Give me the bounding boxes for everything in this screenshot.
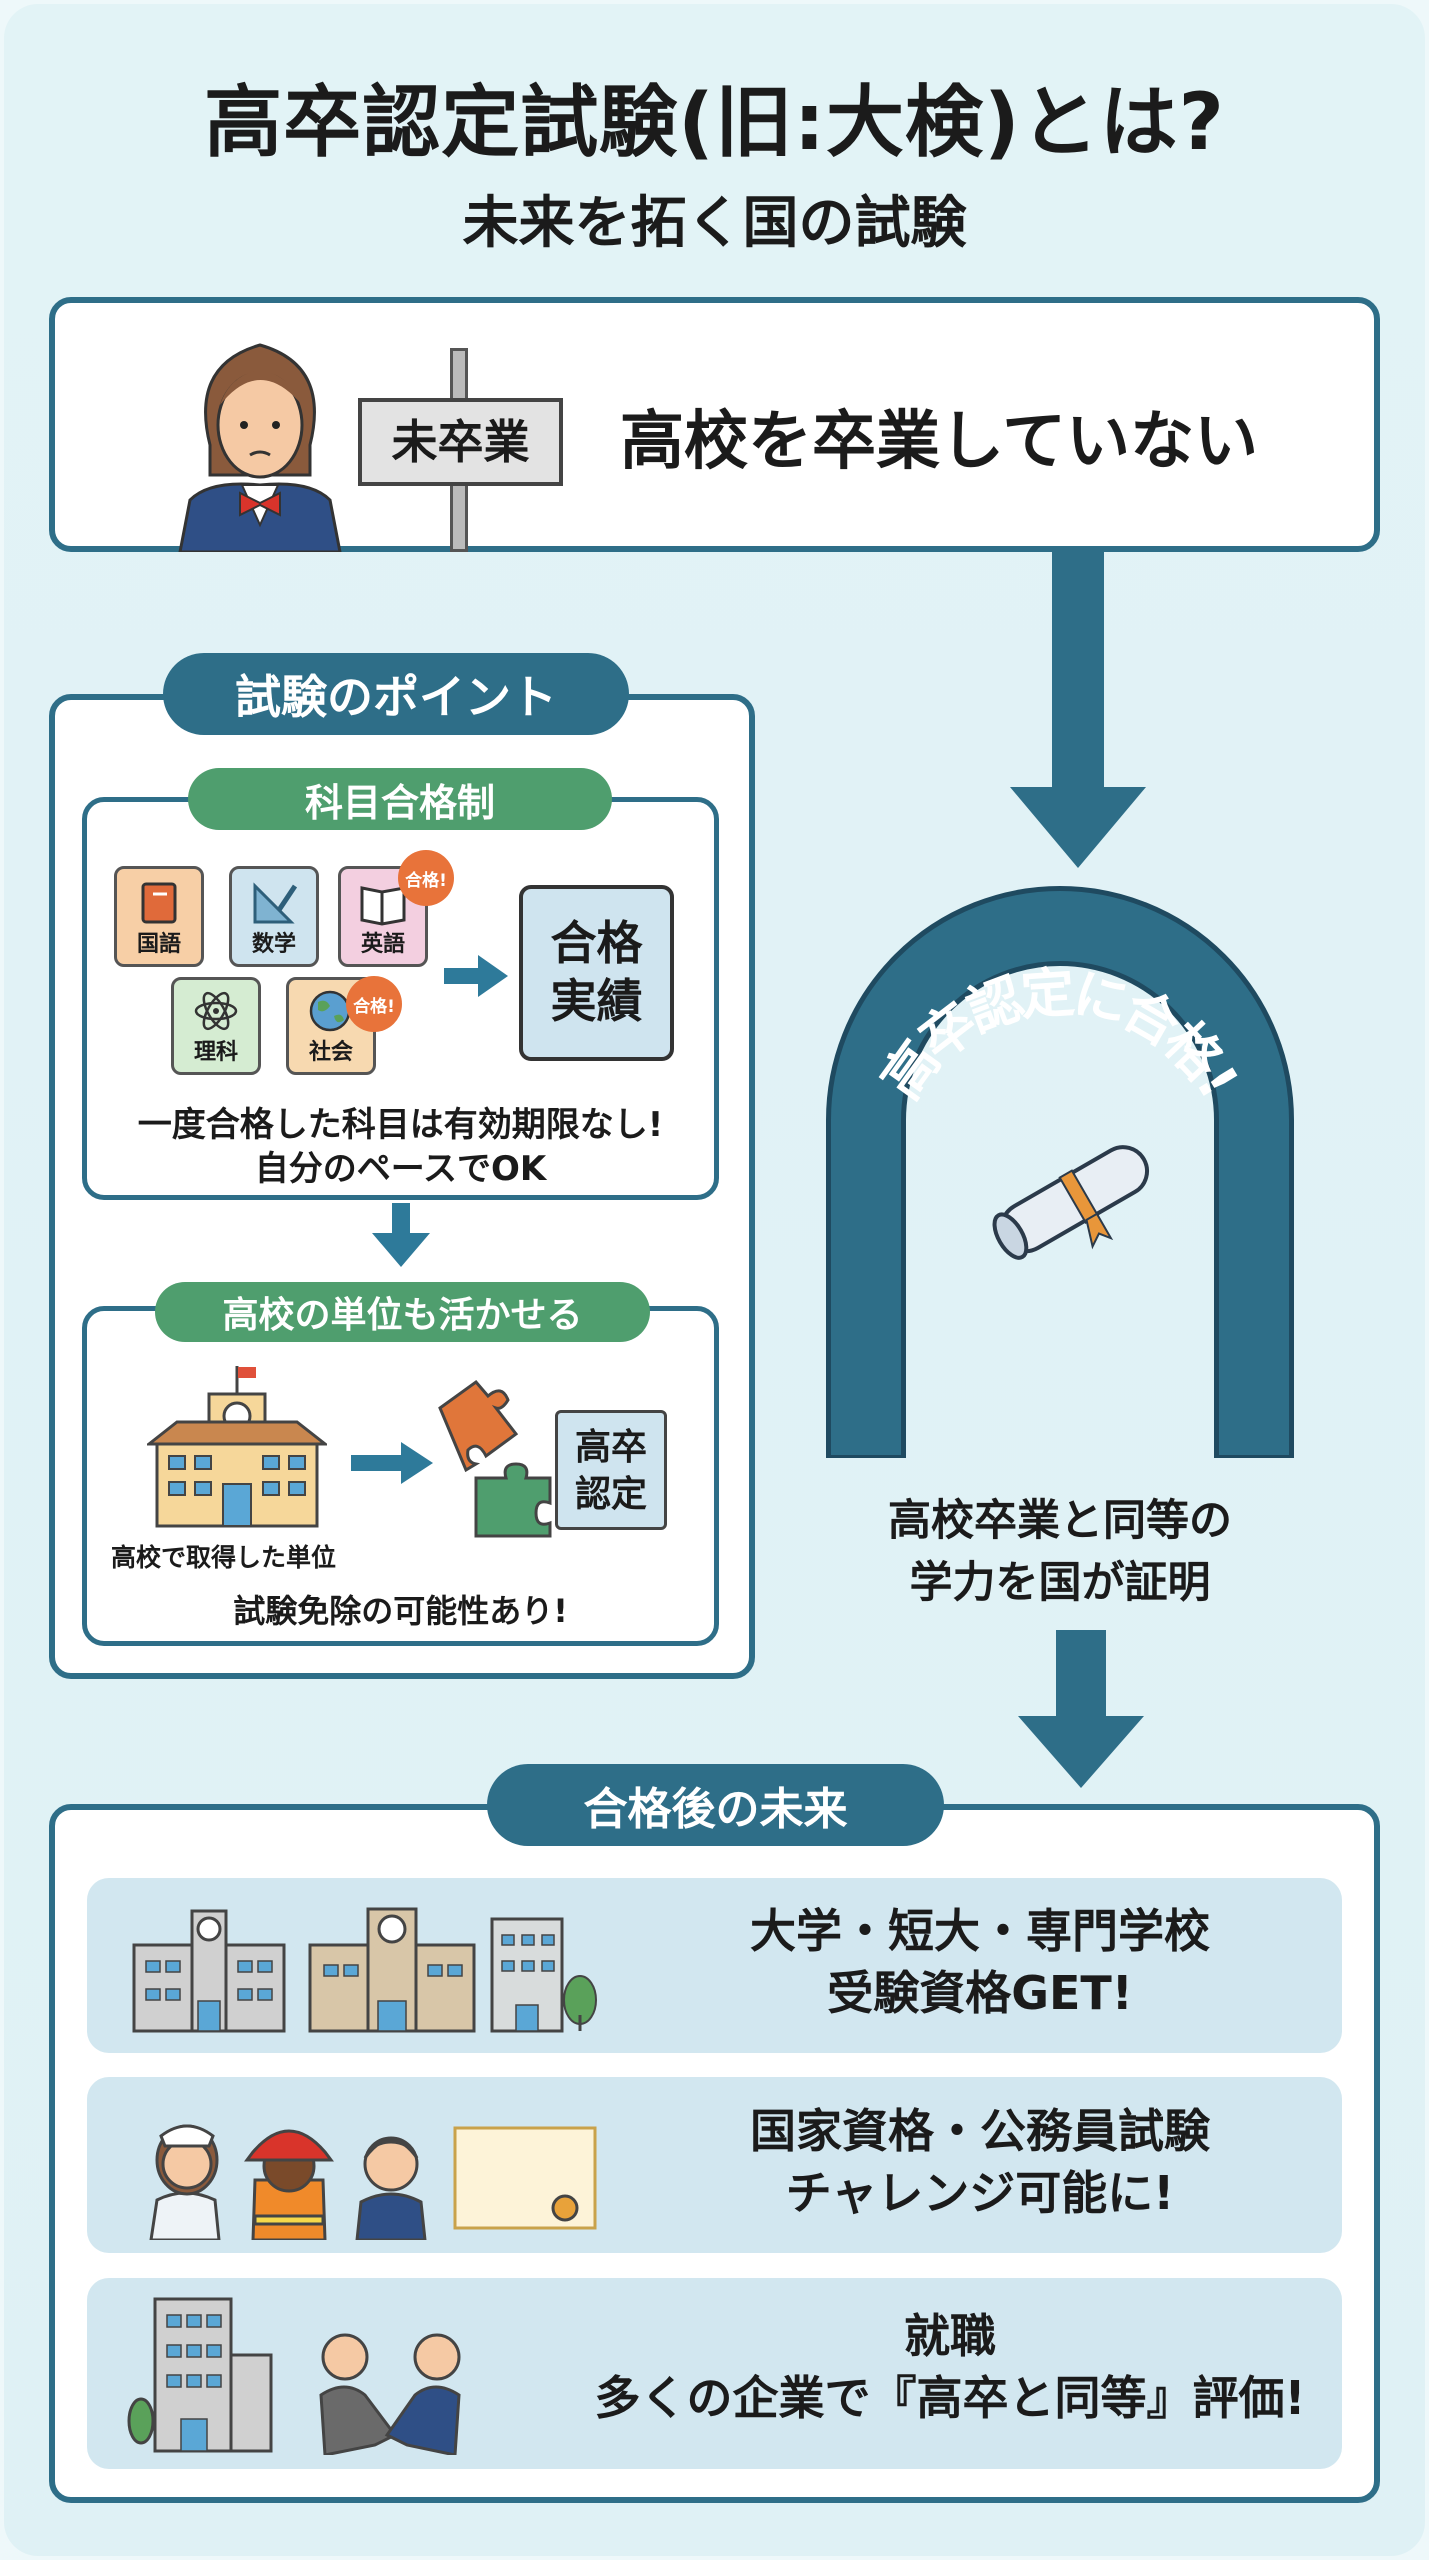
future-row-text: 大学・短大・専門学校 受験資格GET!	[620, 1900, 1340, 2024]
future-row-employment	[87, 2278, 1342, 2469]
future-row-line: チャレンジ可能に!	[785, 2166, 1175, 2221]
subject-science: 理科	[171, 977, 261, 1075]
professionals-icon	[149, 2124, 597, 2240]
passed-badge: 合格!	[346, 976, 402, 1032]
subject-label: 国語	[136, 932, 181, 957]
open-book-icon	[360, 886, 406, 926]
exam-points-label: 試験のポイント	[163, 653, 629, 735]
subject-note-line: 自分のペースでOK	[254, 1149, 547, 1190]
not-graduated-text: 高校を卒業していない	[620, 405, 1259, 479]
subject-japanese: 国語	[114, 866, 204, 967]
certification-puzzle-piece: 高卒 認定	[555, 1410, 667, 1530]
down-arrow-icon	[372, 1203, 430, 1267]
student-girl-icon	[178, 343, 342, 552]
puzzle-label: 認定	[574, 1473, 647, 1515]
future-row-line: 大学・短大・専門学校	[750, 1904, 1210, 1958]
employment-handshake-icon	[127, 2297, 461, 2455]
down-arrow-icon	[1018, 1630, 1144, 1788]
university-buildings-icon	[132, 1907, 597, 2033]
ruler-triangle-icon	[253, 882, 298, 924]
arch-caption-line: 高校卒業と同等の	[888, 1496, 1232, 1546]
down-arrow-icon	[1010, 552, 1146, 868]
pass-arch: 高卒認定に合格!	[826, 886, 1294, 1458]
page-subtitle: 未来を拓く国の試験	[462, 191, 967, 256]
atom-icon	[194, 991, 238, 1031]
arch-caption-line: 学力を国が証明	[909, 1558, 1211, 1609]
subject-system-label: 科目合格制	[188, 768, 612, 830]
puzzle-pieces-icon	[438, 1379, 552, 1538]
subject-label: 理科	[193, 1040, 238, 1065]
arch-caption: 高校卒業と同等の 学力を国が証明	[830, 1490, 1290, 1615]
puzzle-label: 高卒	[574, 1427, 647, 1468]
subject-label: 英語	[360, 932, 405, 957]
subject-math: 数学	[229, 866, 319, 967]
diploma-scroll-icon	[992, 1145, 1149, 1260]
book-icon	[141, 882, 177, 924]
future-label: 合格後の未来	[487, 1764, 944, 1846]
right-arrow-icon	[351, 1442, 433, 1484]
subject-note: 一度合格した科目は有効期限なし! 自分のペースでOK	[82, 1103, 719, 1191]
future-row-line: 受験資格GET!	[827, 1966, 1133, 2021]
school-credits-caption: 高校で取得した単位	[111, 1543, 337, 1572]
page-title: 高卒認定試験(旧:大検)とは?	[204, 78, 1225, 168]
subject-label: 数学	[251, 932, 296, 957]
future-row-line: 就職	[904, 2309, 996, 2363]
subject-note-line: 一度合格した科目は有効期限なし!	[137, 1105, 664, 1145]
passed-badge: 合格!	[398, 850, 454, 906]
subject-label: 社会	[308, 1040, 353, 1065]
pass-record-box: 合格 実績	[519, 885, 674, 1061]
pass-record-line: 実績	[550, 973, 643, 1028]
future-row-line: 多くの企業で『高卒と同等』評価!	[594, 2371, 1306, 2426]
future-row-line: 国家資格・公務員試験	[750, 2104, 1210, 2158]
future-row-text: 国家資格・公務員試験 チャレンジ可能に!	[620, 2100, 1340, 2224]
future-row-text: 就職 多くの企業で『高卒と同等』評価!	[560, 2305, 1340, 2429]
not-graduated-sign: 未卒業	[358, 398, 563, 486]
school-building-icon	[147, 1366, 327, 1528]
pass-record-line: 合格	[550, 916, 643, 970]
exemption-note: 試験免除の可能性あり!	[233, 1592, 568, 1630]
credits-label: 高校の単位も活かせる	[155, 1282, 650, 1342]
right-arrow-icon	[444, 955, 508, 997]
future-row-university	[87, 1878, 1342, 2053]
